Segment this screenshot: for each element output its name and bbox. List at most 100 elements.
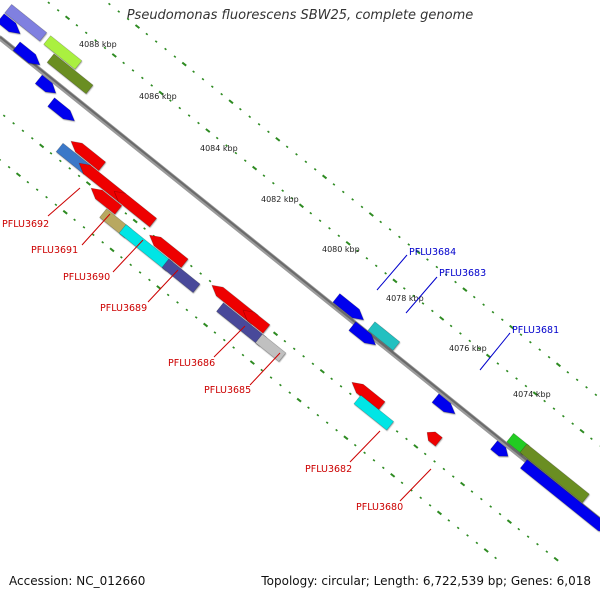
gene-feature-block[interactable]	[519, 443, 590, 504]
gene-feature-block[interactable]	[367, 321, 401, 351]
tick-mark	[111, 53, 117, 58]
tick-mark	[529, 340, 532, 344]
tick-mark	[316, 413, 320, 417]
kbp-label: 4082 kbp	[261, 195, 299, 204]
gene-label-leaders	[47, 187, 511, 502]
tick-mark	[447, 519, 451, 522]
gene-feature-block[interactable]	[426, 431, 443, 447]
tick-mark	[166, 293, 170, 297]
tick-mark	[536, 542, 539, 546]
gene-feature-block[interactable]	[90, 187, 123, 215]
tick-mark	[505, 369, 509, 373]
tick-mark	[192, 70, 195, 73]
gene-label-pflu3686[interactable]: PFLU3686	[168, 358, 215, 369]
tick-mark	[307, 406, 310, 409]
gene-label-pflu3692[interactable]: PFLU3692	[2, 219, 49, 230]
gene-feature-block[interactable]	[519, 459, 600, 533]
gene-feature-block[interactable]	[353, 394, 395, 431]
gene-label-pflu3691[interactable]: PFLU3691	[31, 245, 78, 256]
gene-feature-block[interactable]	[255, 333, 287, 362]
gene-feature-block[interactable]	[47, 97, 75, 122]
tick-mark	[296, 397, 302, 403]
tick-mark	[462, 287, 468, 292]
gene-label-pflu3680[interactable]: PFLU3680	[356, 502, 403, 513]
gene-features	[0, 3, 600, 533]
tick-mark	[26, 180, 30, 184]
gene-feature-block[interactable]	[46, 53, 94, 95]
tick-mark	[39, 143, 45, 149]
tick-mark	[232, 346, 235, 349]
gene-label-pflu3683[interactable]: PFLU3683	[439, 268, 486, 279]
gene-label-pflu3690[interactable]: PFLU3690	[63, 272, 110, 283]
gene-label-pflu3681[interactable]: PFLU3681	[512, 325, 559, 336]
tick-mark	[158, 90, 164, 96]
tick-mark	[374, 264, 378, 268]
tick-mark	[477, 347, 481, 350]
tick-mark	[475, 541, 479, 545]
tick-mark	[426, 258, 429, 261]
tick-mark	[120, 256, 123, 259]
gene-feature-block[interactable]	[431, 393, 456, 415]
gene-label-pflu3689[interactable]: PFLU3689	[100, 303, 147, 314]
tick-mark	[575, 378, 579, 382]
gene-feature-block[interactable]	[348, 321, 377, 346]
gene-label-pflu3685[interactable]: PFLU3685	[204, 385, 251, 396]
tick-mark	[302, 354, 305, 358]
tick-mark	[189, 264, 193, 268]
gene-feature-block[interactable]	[34, 74, 57, 94]
tick-mark	[197, 121, 200, 125]
tick-mark	[454, 280, 457, 284]
gene-feature-block[interactable]	[149, 234, 189, 269]
tick-mark	[12, 121, 15, 125]
tick-mark	[372, 458, 376, 462]
tick-mark	[49, 152, 53, 155]
gene-feature-block[interactable]	[490, 440, 509, 457]
tick-mark	[309, 211, 313, 215]
tick-mark	[538, 348, 542, 352]
tick-mark	[444, 273, 448, 276]
tick-mark	[15, 172, 22, 178]
tick-mark	[304, 160, 308, 164]
tick-mark	[519, 333, 523, 337]
gene-feature-block[interactable]	[12, 41, 41, 66]
tick-mark	[267, 130, 270, 134]
tick-mark	[470, 490, 474, 493]
tick-mark	[381, 466, 385, 470]
gene-feature-block[interactable]	[70, 140, 107, 172]
tick-mark	[64, 15, 71, 21]
tick-mark	[143, 227, 146, 230]
kbp-label: 4080 kbp	[322, 245, 360, 254]
tick-mark	[319, 368, 325, 374]
gene-label-pflu3682[interactable]: PFLU3682	[305, 464, 352, 475]
gene-feature-block[interactable]	[4, 3, 48, 42]
tick-mark	[47, 1, 51, 5]
leader-line	[405, 276, 438, 314]
kbp-label: 4088 kbp	[79, 40, 117, 49]
tick-mark	[524, 384, 528, 388]
gene-feature-block[interactable]	[332, 293, 365, 321]
tick-mark	[129, 263, 133, 267]
tick-mark	[439, 316, 445, 321]
gene-feature-block[interactable]	[78, 162, 126, 203]
tick-mark	[91, 233, 95, 237]
tick-mark	[435, 265, 439, 269]
gene-feature-block[interactable]	[242, 309, 271, 334]
tick-mark	[248, 115, 252, 119]
tick-mark	[257, 122, 261, 126]
accession-text: Accession: NC_012660	[9, 574, 146, 588]
tick-mark	[500, 318, 504, 321]
gene-feature-block[interactable]	[161, 258, 201, 294]
gene-feature-block[interactable]	[43, 35, 83, 70]
tick-mark	[173, 55, 177, 58]
tick-mark	[330, 377, 334, 381]
tick-mark	[325, 421, 329, 425]
gene-feature-block[interactable]	[0, 13, 21, 35]
tick-mark	[328, 226, 331, 230]
gene-label-pflu3684[interactable]: PFLU3684	[409, 247, 456, 258]
gene-feature-block[interactable]	[113, 190, 158, 228]
tick-mark	[388, 228, 392, 231]
tick-mark	[345, 240, 351, 246]
tick-mark	[292, 347, 296, 351]
tick-mark	[398, 235, 401, 239]
